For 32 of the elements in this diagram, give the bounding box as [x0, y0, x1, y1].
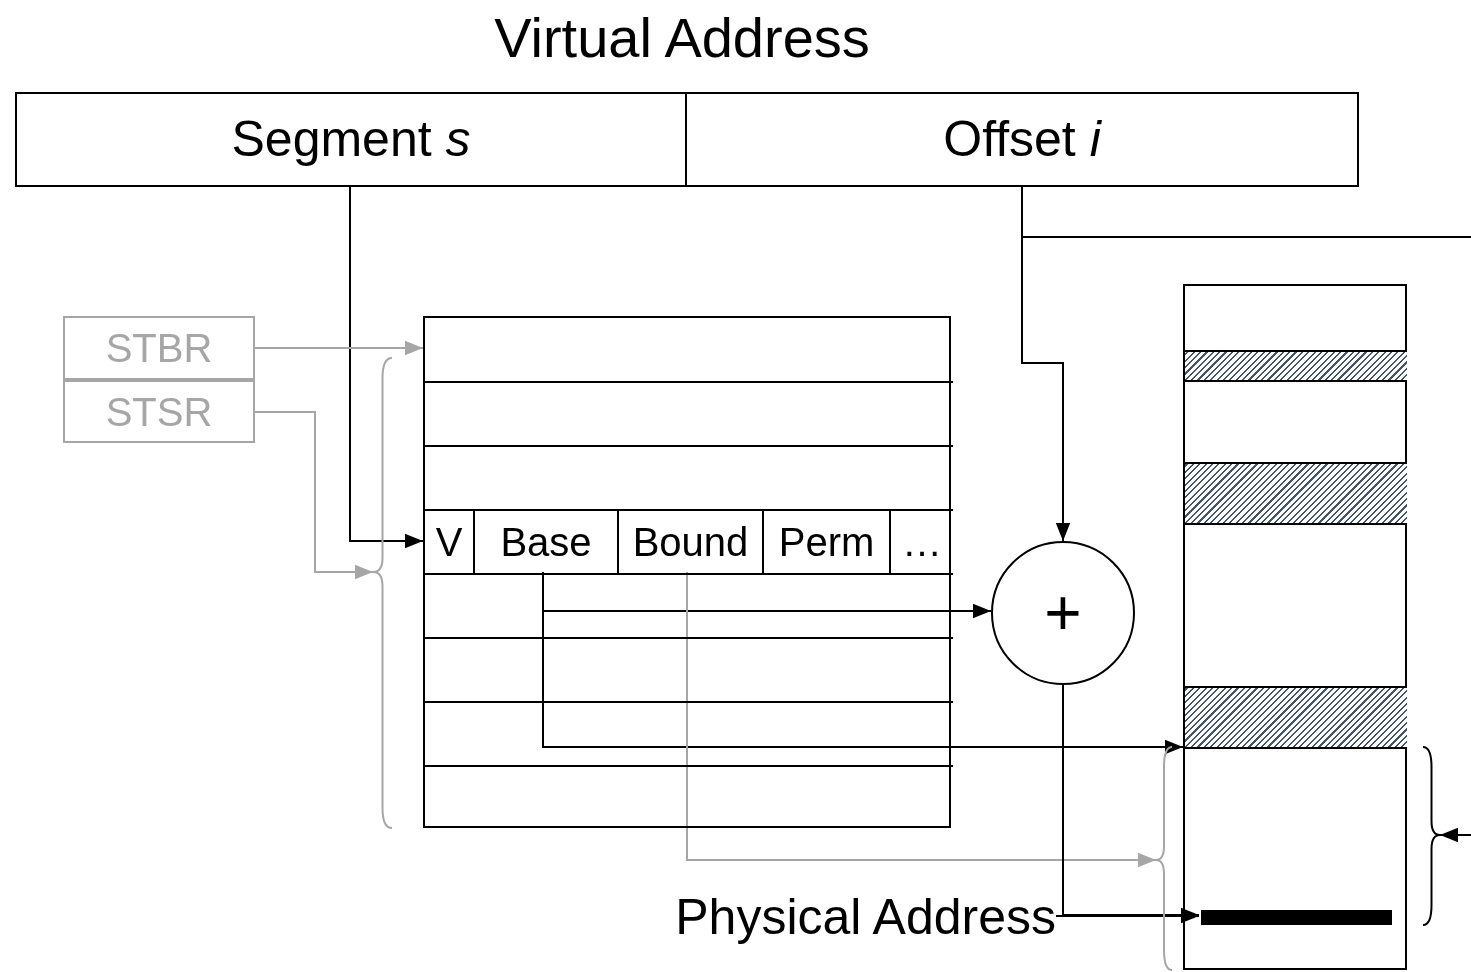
arrow [349, 186, 424, 549]
adder-circle [991, 541, 1135, 685]
arrow [686, 571, 1157, 868]
segment-label: Segment s [231, 112, 471, 167]
curly-brace [373, 358, 392, 828]
cell-label: Base [500, 520, 592, 564]
diagram-title: Virtual Address [493, 6, 871, 70]
cell-label: … [902, 520, 942, 564]
arrow [1439, 827, 1471, 843]
physical-address-bar [1201, 910, 1392, 925]
offset-label: Offset i [943, 112, 1101, 167]
curly-brace [1423, 747, 1440, 925]
curly-brace [1156, 747, 1172, 970]
hatched-block [1185, 462, 1407, 525]
hatched-block [1185, 350, 1407, 382]
hatched-block [1185, 686, 1407, 749]
cell-label: Perm [778, 520, 875, 564]
physical-address-label: Physical Address [675, 889, 1056, 945]
register-label: STBR [105, 326, 213, 370]
register-label: STSR [105, 389, 213, 434]
register-box [63, 316, 255, 380]
memory-column [1183, 284, 1407, 970]
register-box [63, 380, 255, 443]
segment-table [423, 316, 951, 828]
address-field [687, 92, 1359, 187]
plus-sign: + [1044, 577, 1082, 649]
arrow [254, 411, 374, 580]
cell-label: Bound [632, 520, 749, 564]
arrow [542, 571, 1184, 755]
arrow [254, 340, 424, 356]
cell-label: V [435, 520, 463, 564]
address-field [15, 92, 687, 187]
